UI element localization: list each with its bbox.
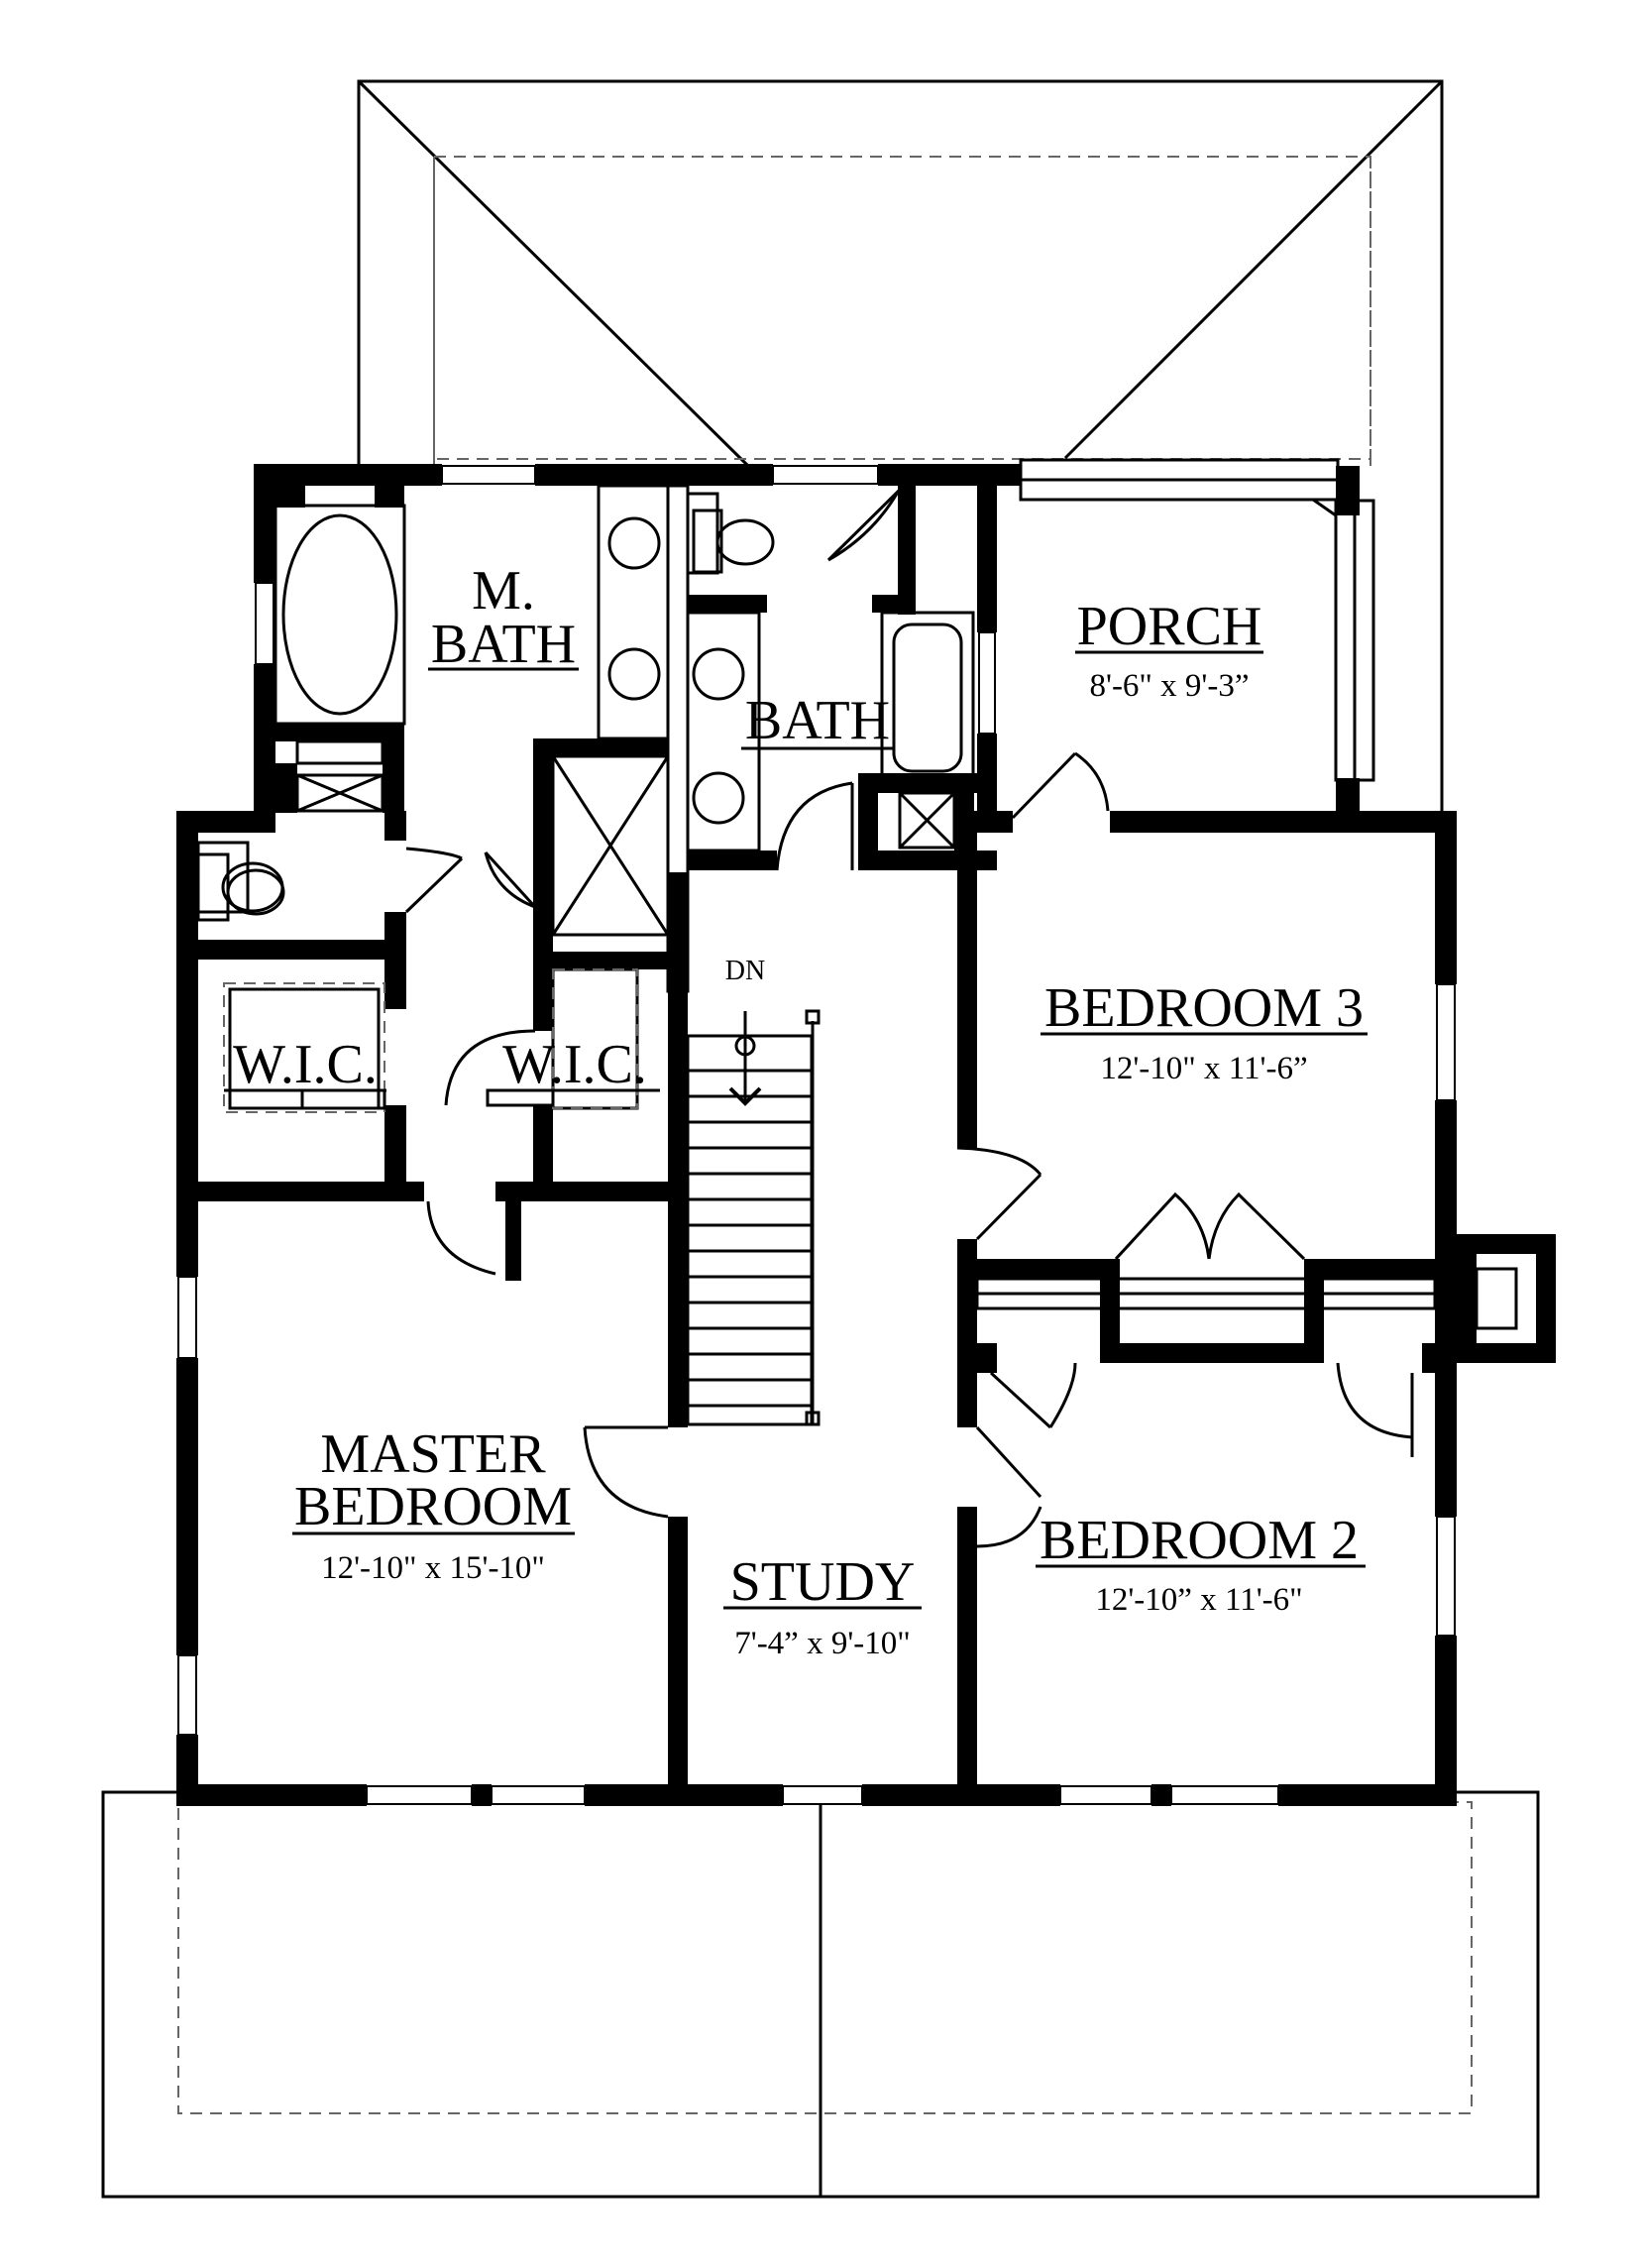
toilet-icon — [196, 852, 284, 922]
master-bedroom-dims: 12'-10" x 15'-10" — [321, 1550, 545, 1586]
master-bath-label-line1: M. — [472, 560, 535, 622]
wic-left-label: W.I.C. — [233, 1034, 378, 1095]
wic-right-label: W.I.C. — [502, 1034, 647, 1095]
bedroom2-dims: 12'-10” x 11'-6" — [1095, 1582, 1302, 1618]
bath-fixtures — [686, 486, 997, 871]
master-bedroom-label-line1: MASTER — [320, 1423, 546, 1485]
toilet-icon-2 — [692, 509, 775, 574]
bedroom3-dims: 12'-10" x 11'-6” — [1100, 1051, 1307, 1086]
master-bath-fixtures — [274, 484, 690, 993]
interior-walls-left — [176, 738, 688, 1806]
interior-walls-right — [956, 751, 1437, 1806]
room-labels: M. BATH BATH PORCH 8'-6" x 9'-3” W.I.C. … — [224, 560, 1368, 1661]
stairs — [686, 1009, 821, 1426]
study-label: STUDY — [730, 1551, 916, 1613]
sink-icon — [607, 516, 661, 701]
upper-roof — [357, 79, 1444, 813]
bath-label: BATH — [745, 690, 890, 751]
porch-dims: 8'-6" x 9'-3” — [1090, 668, 1250, 704]
master-bedroom-label-line2: BEDROOM — [294, 1476, 572, 1537]
stairs-dn-label: DN — [725, 956, 765, 986]
lower-porch-roof — [101, 1790, 1540, 2199]
shower-icon — [551, 755, 670, 936]
bedroom3-label: BEDROOM 3 — [1044, 977, 1364, 1039]
bathtub-icon — [281, 513, 398, 716]
master-bath-label-line2: BATH — [431, 614, 576, 675]
bedroom2-label: BEDROOM 2 — [1040, 1510, 1359, 1571]
porch-label: PORCH — [1077, 596, 1262, 657]
study-dims: 7'-4” x 9'-10" — [734, 1626, 911, 1661]
